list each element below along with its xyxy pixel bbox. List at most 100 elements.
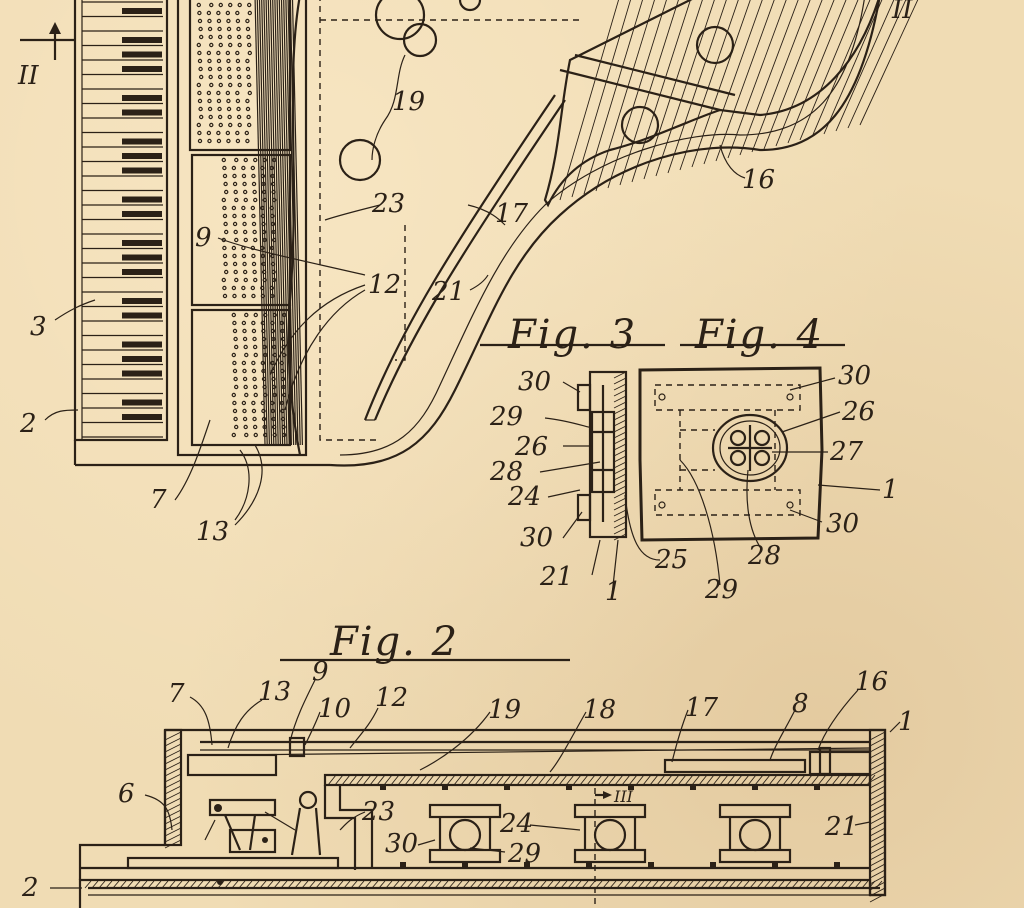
hammer-dot xyxy=(196,122,201,128)
rail-hatch-line xyxy=(693,880,701,889)
hammer-dot xyxy=(242,181,247,187)
rail-hatch-line xyxy=(189,880,197,889)
case-hatch-line xyxy=(164,731,182,741)
rail-hatch-line xyxy=(630,880,638,889)
string-line xyxy=(256,0,268,446)
hammer-dot xyxy=(231,245,237,251)
plate-hatch-line xyxy=(789,774,799,786)
hammer-dot xyxy=(242,376,248,382)
fig3-label-26: 26 xyxy=(514,432,548,462)
hammer-dot xyxy=(231,392,236,398)
rail-hatch-line xyxy=(224,880,232,889)
fig3-hatch-line xyxy=(613,377,627,385)
rail-hatch-line xyxy=(91,880,99,889)
plate-hatch-line xyxy=(474,774,484,786)
plate-hatch-line xyxy=(831,774,841,786)
plate-tooth xyxy=(690,785,696,790)
plate-hatch-line xyxy=(348,774,358,786)
hammer-dot xyxy=(206,130,212,136)
hammer-dot xyxy=(227,34,232,40)
hammer-dot xyxy=(233,344,239,350)
hammer-dot xyxy=(241,285,246,291)
hammer-dot xyxy=(261,408,266,414)
plate-hatch-line xyxy=(600,774,610,786)
rail-hatch-line xyxy=(308,880,316,889)
hammer-dot xyxy=(235,18,241,24)
rail-hatch-line xyxy=(399,880,407,889)
hammer-dot xyxy=(196,82,201,88)
rail-hatch-line xyxy=(406,880,414,889)
hammer-dot xyxy=(206,50,212,56)
hammer-dot xyxy=(198,74,204,80)
hammer-dot xyxy=(197,50,202,56)
black-key xyxy=(122,370,162,377)
case-hatch-line xyxy=(164,749,182,759)
hammer-dot xyxy=(232,173,237,179)
rail-hatch-line xyxy=(588,880,596,889)
rail-tooth xyxy=(462,862,468,867)
hammer-dot xyxy=(242,269,248,275)
fig3-label-25: 25 xyxy=(654,545,688,575)
hammer-dot xyxy=(243,237,248,243)
plate-hatch-line xyxy=(739,0,799,156)
black-key xyxy=(122,66,162,72)
plate-hatch-line xyxy=(691,774,701,786)
fig4-face-view: 30 26 27 1 30 28 29 xyxy=(638,361,899,605)
black-key xyxy=(122,37,162,43)
case-hatch-line xyxy=(869,755,886,765)
hammer-dot xyxy=(252,269,257,275)
rail-hatch-line xyxy=(455,880,463,889)
rail-hatch-line xyxy=(497,880,505,889)
fig1-label-21: 21 xyxy=(431,277,465,307)
hammer-dot xyxy=(251,368,257,374)
plate-hatch-line xyxy=(362,774,372,786)
plate-hatch-line xyxy=(404,774,414,786)
hammer-dot xyxy=(245,58,250,64)
rail-hatch-line xyxy=(644,880,652,889)
fig2-brace-3 xyxy=(718,803,792,864)
fig2-label-23: 23 xyxy=(361,797,395,827)
fig3-hatch-line xyxy=(613,473,627,481)
rail-hatch-line xyxy=(833,880,841,889)
case-hatch-line xyxy=(869,785,886,795)
case-hatch-line xyxy=(164,767,182,777)
plate-hatch-line xyxy=(565,774,575,786)
hammer-dot xyxy=(252,384,258,390)
plate-hatch-line xyxy=(715,0,775,162)
case-hatch-line xyxy=(164,797,182,807)
hammer-dot xyxy=(242,408,247,414)
rail-hatch-line xyxy=(126,880,134,889)
hammer-dot xyxy=(216,18,222,24)
hammer-dot xyxy=(216,58,222,64)
rail-hatch-line xyxy=(238,880,246,889)
hammer-dot xyxy=(228,122,233,128)
rail-hatch-line xyxy=(427,880,435,889)
case-hatch-line xyxy=(164,761,182,771)
rail-hatch-line xyxy=(336,880,344,889)
hammer-dot xyxy=(241,213,247,219)
plate-hatch-line xyxy=(817,774,827,786)
hammer-dot xyxy=(237,122,242,128)
case-hatch-line xyxy=(869,863,886,873)
hammer-dot xyxy=(208,74,213,80)
hammer-dot xyxy=(232,221,238,227)
hammer-dot xyxy=(237,42,242,48)
hammer-dot xyxy=(235,98,241,104)
fig4-label-28: 28 xyxy=(747,541,781,571)
rail-hatch-line xyxy=(679,880,687,889)
black-key xyxy=(122,95,162,101)
hammer-dot xyxy=(218,82,223,88)
plate-hatch-line xyxy=(586,774,596,786)
hammer-dot xyxy=(253,392,258,398)
hammer-dot xyxy=(253,237,258,243)
black-key xyxy=(122,109,162,116)
hammer-dot xyxy=(208,114,213,120)
hammer-dot xyxy=(232,293,237,299)
rail-tooth xyxy=(524,862,530,867)
hammer-dot xyxy=(209,42,214,48)
hammer-dot xyxy=(197,10,202,16)
hammer-dot xyxy=(246,114,251,120)
hammer-dot xyxy=(250,165,256,171)
hammer-dot xyxy=(228,82,233,88)
case-hatch-line xyxy=(869,797,886,807)
